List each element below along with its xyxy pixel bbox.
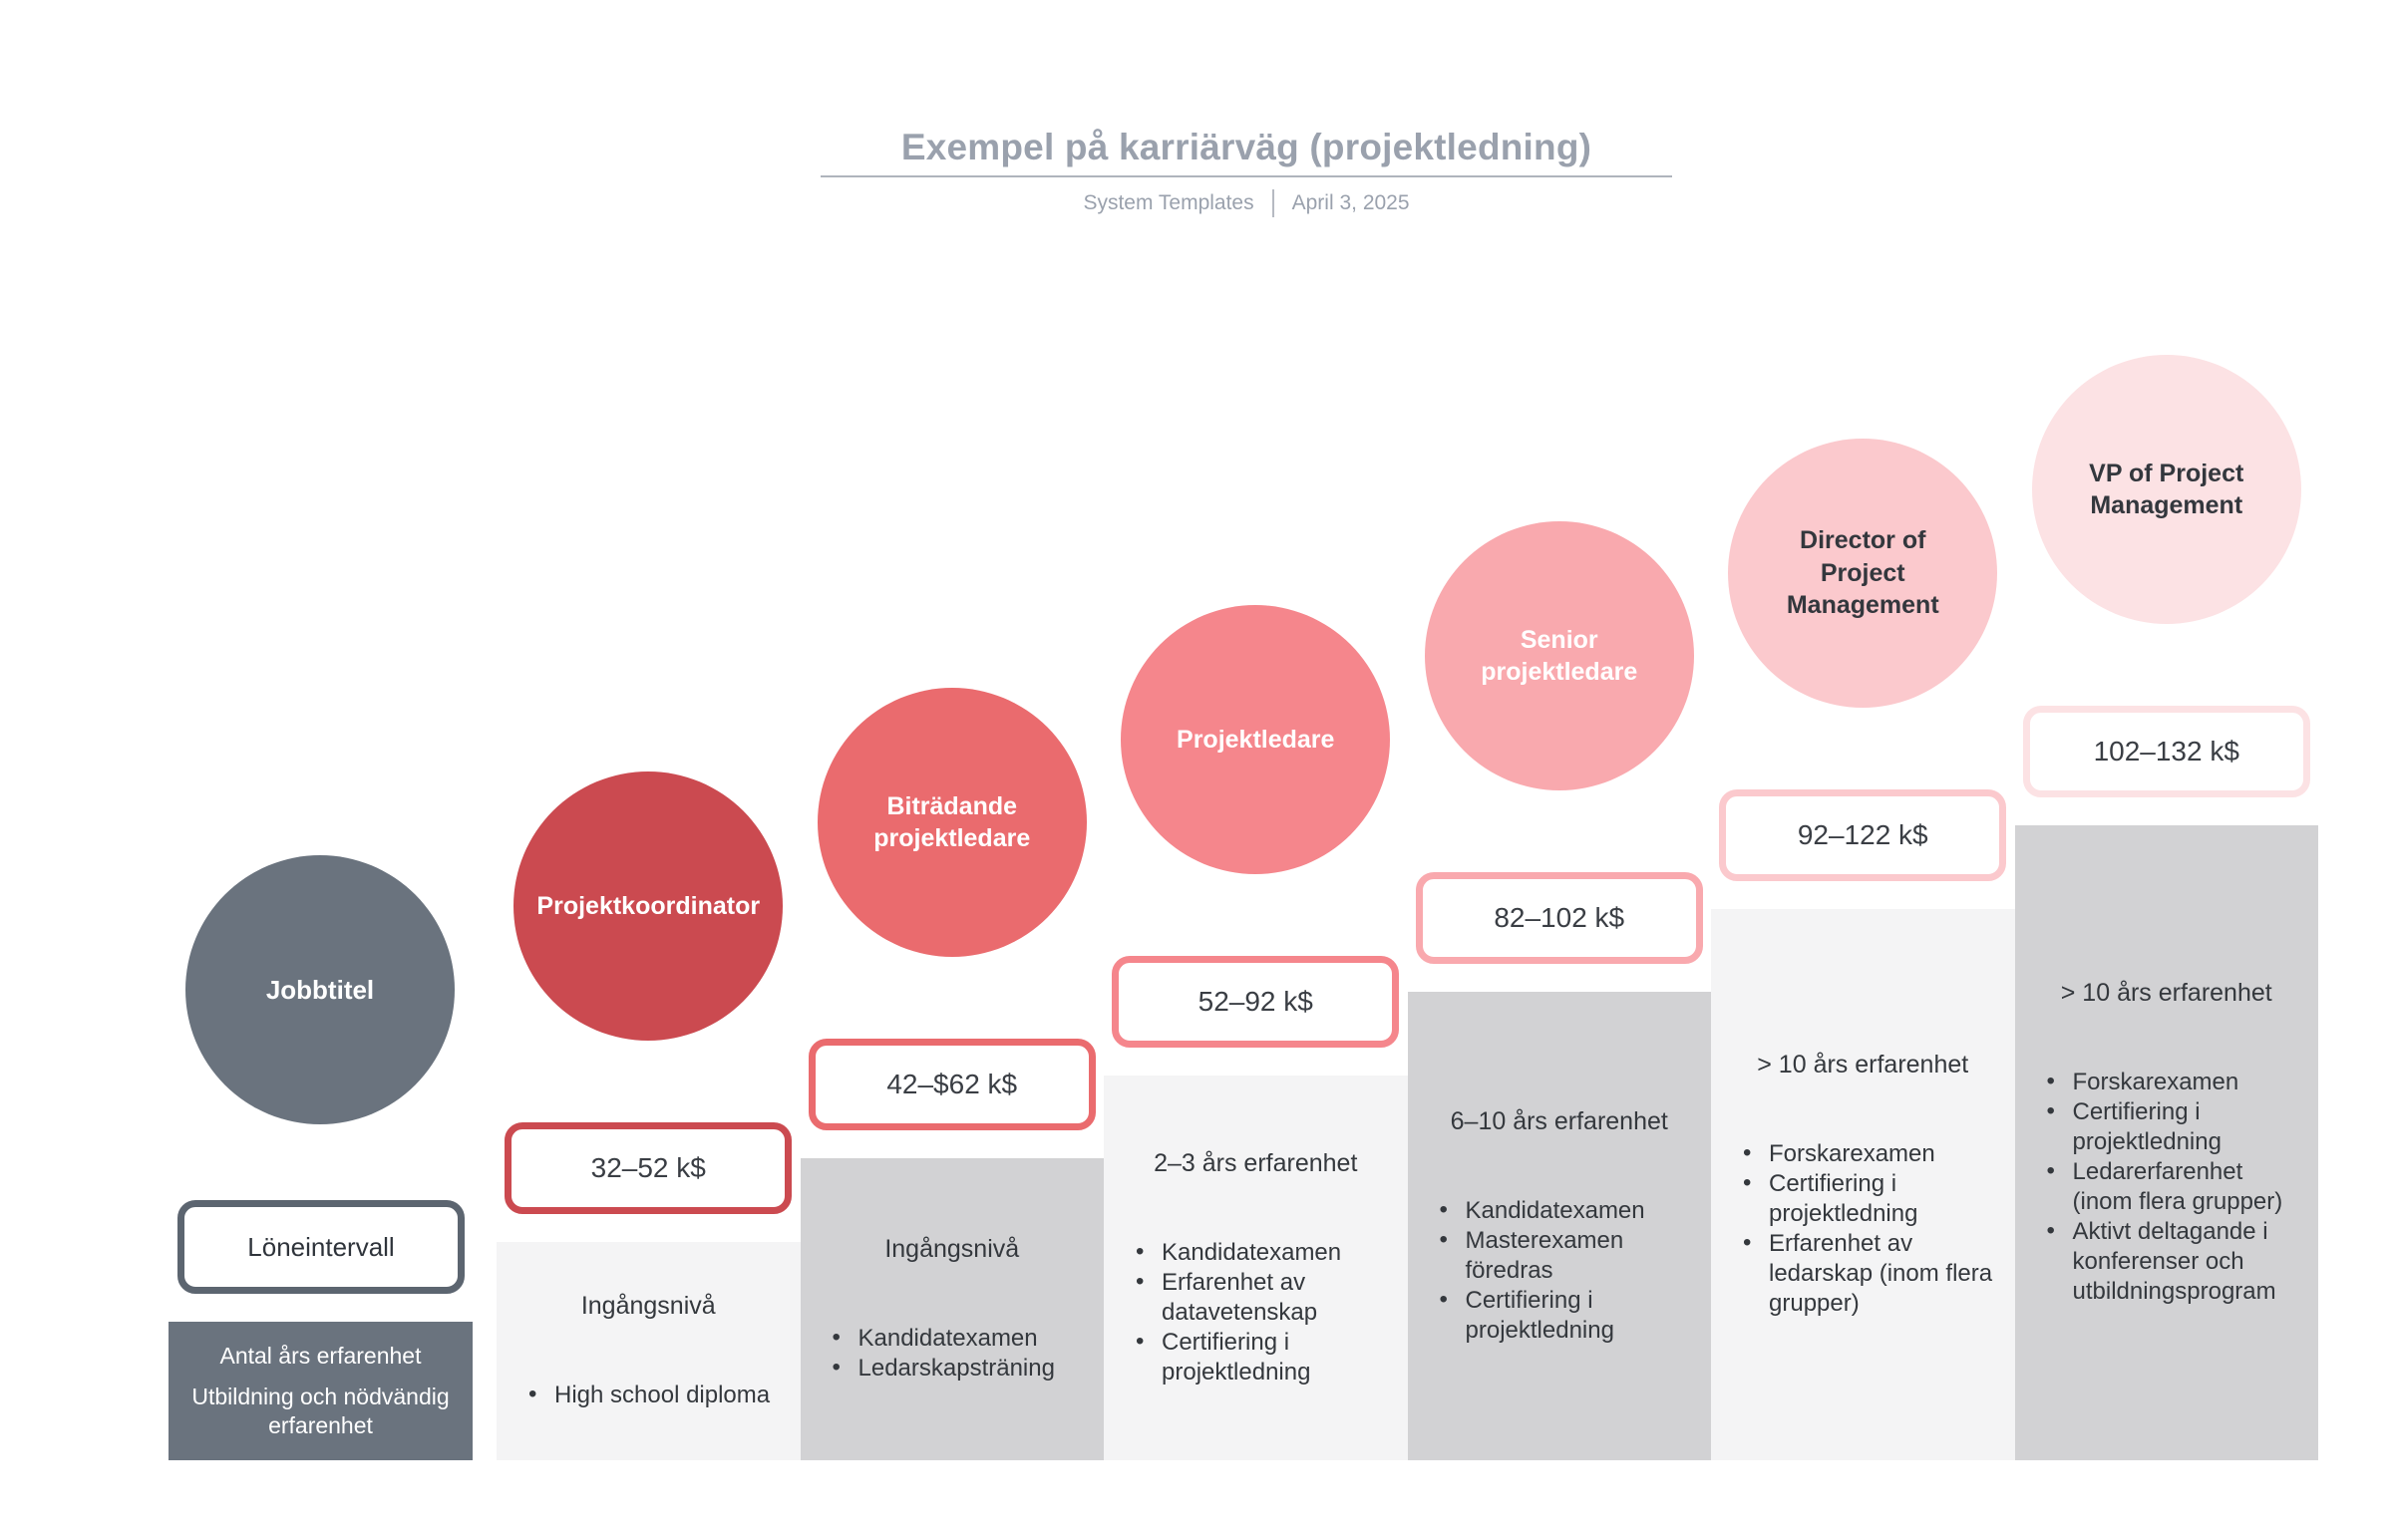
career-step-2: Biträdande projektledare 42–$62 k$ Ingån…	[800, 0, 1104, 1540]
requirement-item: Certifiering i projektledning	[1733, 1168, 1994, 1229]
job-title-label: Projektledare	[1177, 725, 1335, 754]
requirements-list: High school diploma	[518, 1380, 780, 1410]
legend-job-title-circle: Jobbtitel	[185, 855, 455, 1124]
salary-range-label: 52–92 k$	[1197, 986, 1313, 1017]
requirements-list: Kandidatexamen Ledarskapsträning	[823, 1323, 1084, 1384]
requirements-list: Kandidatexamen Erfarenhet av datavetensk…	[1126, 1237, 1387, 1387]
requirement-item: Kandidatexamen	[823, 1323, 1084, 1354]
salary-range-label: 42–$62 k$	[886, 1069, 1018, 1099]
step-2-job-title-circle: Biträdande projektledare	[817, 688, 1087, 957]
subtitle-source: System Templates	[1083, 191, 1254, 215]
legend-circle-label: Jobbtitel	[265, 974, 375, 1005]
legend-description-box: Antal års erfarenhet Utbildning och nödv…	[169, 1322, 473, 1460]
requirement-item: Masterexamen föredras	[1430, 1225, 1691, 1286]
career-step-4: Senior projektledare 82–102 k$ 6–10 års …	[1407, 0, 1711, 1540]
salary-range-label: 32–52 k$	[590, 1152, 706, 1183]
job-title-label: Projektkoordinator	[536, 891, 761, 920]
subtitle-divider	[1271, 189, 1274, 218]
requirement-item: Certifiering i projektledning	[1430, 1285, 1691, 1346]
salary-range-label: 102–132 k$	[2093, 736, 2239, 767]
career-step-5: Director of Project Management 92–122 k$…	[1711, 0, 2015, 1540]
experience-heading: Ingångsnivå	[580, 1292, 716, 1320]
step-6-job-title-circle: VP of Project Management	[2031, 355, 2301, 624]
legend-experience-label: Antal års erfarenhet	[219, 1342, 422, 1369]
legend-education-label: Utbildning och nödvändig erfarenhet	[191, 1383, 450, 1438]
requirement-item: Ledarskapsträning	[823, 1353, 1084, 1384]
requirements-list: Kandidatexamen Masterexamen föredras Cer…	[1430, 1195, 1691, 1346]
step-4-requirements-column: 6–10 års erfarenhet Kandidatexamen Maste…	[1407, 992, 1711, 1460]
requirement-item: High school diploma	[518, 1380, 780, 1410]
requirement-item: Aktivt deltagande i konferenser och utbi…	[2037, 1216, 2298, 1307]
step-5-salary-range-box: 92–122 k$	[1719, 789, 2007, 881]
salary-range-label: 92–122 k$	[1797, 819, 1928, 850]
salary-range-label: 82–102 k$	[1494, 902, 1625, 933]
subtitle-date: April 3, 2025	[1291, 191, 1410, 215]
legend-salary-range-box: Löneintervall	[177, 1200, 465, 1294]
experience-heading: Ingångsnivå	[884, 1235, 1020, 1263]
experience-heading: 2–3 års erfarenhet	[1154, 1148, 1358, 1177]
job-title-label: VP of Project Management	[2089, 459, 2244, 520]
requirements-list: Forskarexamen Certifiering i projektledn…	[2037, 1067, 2298, 1307]
experience-heading: > 10 års erfarenhet	[2060, 979, 2272, 1007]
career-step-6: VP of Project Management 102–132 k$ > 10…	[2014, 0, 2318, 1540]
step-2-requirements-column: Ingångsnivå Kandidatexamen Ledarskapsträ…	[800, 1158, 1104, 1460]
page-title: Exempel på karriärväg (projektledning)	[900, 127, 1592, 167]
experience-heading: 6–10 års erfarenhet	[1450, 1106, 1668, 1135]
step-1-job-title-circle: Projektkoordinator	[513, 771, 784, 1041]
career-step-1: Projektkoordinator 32–52 k$ Ingångsnivå …	[497, 0, 801, 1540]
step-6-requirements-column: > 10 års erfarenhet Forskarexamen Certif…	[2014, 825, 2318, 1460]
step-4-job-title-circle: Senior projektledare	[1424, 521, 1694, 790]
requirement-item: Forskarexamen	[1733, 1138, 1994, 1169]
subtitle: System Templates April 3, 2025	[821, 189, 1672, 218]
step-5-job-title-circle: Director of Project Management	[1728, 439, 1998, 708]
step-3-job-title-circle: Projektledare	[1121, 605, 1391, 874]
requirement-item: Kandidatexamen	[1430, 1195, 1691, 1226]
career-step-3: Projektledare 52–92 k$ 2–3 års erfarenhe…	[1104, 0, 1408, 1540]
job-title-label: Director of Project Management	[1786, 526, 1939, 620]
legend-salary-label: Löneintervall	[247, 1231, 395, 1262]
step-3-salary-range-box: 52–92 k$	[1112, 956, 1400, 1048]
requirement-item: Certifiering i projektledning	[2037, 1096, 2298, 1157]
requirement-item: Erfarenhet av datavetenskap	[1126, 1267, 1387, 1328]
step-5-requirements-column: > 10 års erfarenhet Forskarexamen Certif…	[1711, 909, 2015, 1460]
job-title-label: Senior projektledare	[1481, 625, 1638, 687]
requirements-list: Forskarexamen Certifiering i projektledn…	[1733, 1138, 1994, 1319]
job-title-label: Biträdande projektledare	[873, 791, 1031, 853]
experience-heading: > 10 års erfarenhet	[1757, 1051, 1969, 1078]
requirement-item: Forskarexamen	[2037, 1067, 2298, 1097]
step-1-requirements-column: Ingångsnivå High school diploma	[497, 1242, 801, 1460]
requirement-item: Ledarerfarenhet (inom flera grupper)	[2037, 1156, 2298, 1217]
title-underline	[821, 175, 1672, 178]
step-4-salary-range-box: 82–102 k$	[1415, 872, 1703, 964]
requirement-item: Kandidatexamen	[1126, 1237, 1387, 1268]
step-6-salary-range-box: 102–132 k$	[2022, 706, 2310, 797]
header: Exempel på karriärväg (projektledning) S…	[821, 126, 1672, 218]
step-3-requirements-column: 2–3 års erfarenhet Kandidatexamen Erfare…	[1104, 1076, 1408, 1460]
requirement-item: Certifiering i projektledning	[1126, 1327, 1387, 1387]
requirement-item: Erfarenhet av ledarskap (inom flera grup…	[1733, 1228, 1994, 1319]
step-1-salary-range-box: 32–52 k$	[505, 1122, 793, 1214]
step-2-salary-range-box: 42–$62 k$	[808, 1039, 1096, 1130]
